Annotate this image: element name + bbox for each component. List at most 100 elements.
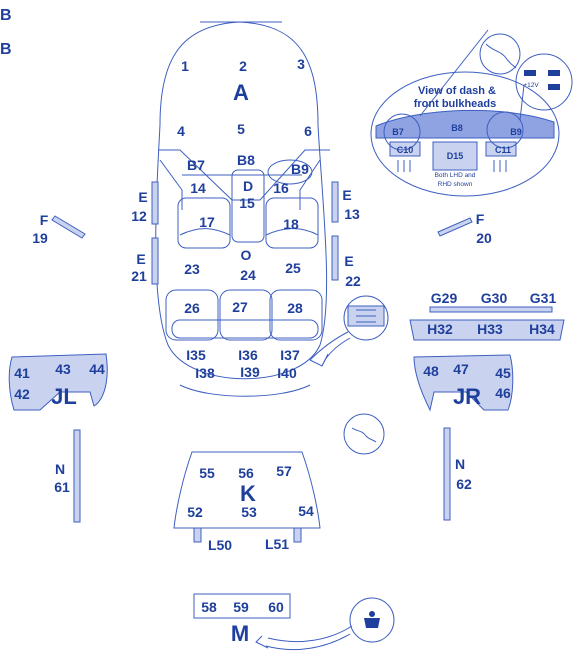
- label-g30: G30: [481, 290, 508, 306]
- callout-pointer: [309, 295, 389, 455]
- label-e22-letter: E: [344, 253, 353, 269]
- m-label: M: [231, 621, 249, 646]
- inset-voltage-label: +12V: [523, 82, 539, 89]
- label-4: 4: [177, 123, 185, 139]
- inset-title-line-2: front bulkheads: [414, 98, 497, 110]
- label-f20-number: 20: [476, 230, 492, 246]
- panel-n61: [73, 429, 81, 523]
- label-g31: G31: [530, 290, 557, 306]
- inset-note-line-1: Both LHD and: [435, 172, 476, 179]
- label-57: 57: [276, 463, 292, 479]
- label-f20-letter: F: [476, 211, 485, 227]
- label-i39: I39: [240, 364, 260, 380]
- label-28: 28: [287, 300, 303, 316]
- label-56: 56: [238, 465, 254, 481]
- label-45: 45: [495, 365, 511, 381]
- label-27: 27: [232, 299, 248, 315]
- inset-label-b7: B7: [392, 127, 404, 137]
- panel-h: [409, 319, 565, 341]
- label-44: 44: [89, 361, 105, 377]
- inset-label-d15: D15: [447, 151, 464, 161]
- label-n62-letter: N: [455, 456, 465, 472]
- label-52: 52: [187, 504, 203, 520]
- panel-g: [429, 306, 553, 313]
- corner-label-b-2: B: [0, 41, 12, 58]
- label-n61-number: 61: [54, 479, 70, 495]
- label-e13-letter: E: [342, 187, 351, 203]
- label-n61-letter: N: [55, 461, 65, 477]
- label-54: 54: [298, 503, 314, 519]
- label-5: 5: [237, 121, 245, 137]
- label-e12-letter: E: [138, 189, 147, 205]
- label-e21-number: 21: [131, 268, 147, 284]
- label-41: 41: [14, 365, 30, 381]
- label-55: 55: [199, 465, 215, 481]
- inset-note-line-2: RHD shown: [438, 181, 473, 188]
- inset-label-c11: C11: [495, 145, 511, 155]
- label-o: O: [241, 247, 252, 263]
- panel-jr: [413, 354, 514, 412]
- k-label: K: [240, 481, 256, 506]
- label-16: 16: [273, 180, 289, 196]
- corner-label-b-1: B: [0, 7, 12, 24]
- label-24: 24: [240, 267, 256, 283]
- label-g29: G29: [431, 290, 458, 306]
- inset-label-c10: C10: [397, 145, 414, 155]
- label-i38: I38: [195, 365, 215, 381]
- label-l50: L50: [208, 537, 232, 553]
- connector-l50: [193, 527, 202, 543]
- label-e22-number: 22: [345, 273, 361, 289]
- label-f19-number: 19: [32, 230, 48, 246]
- label-25: 25: [285, 260, 301, 276]
- label-h32: H32: [427, 321, 453, 337]
- panel-e21: [151, 237, 159, 285]
- label-1: 1: [181, 58, 189, 74]
- jr-label: JR: [453, 384, 481, 409]
- label-i37: I37: [280, 347, 300, 363]
- panel-e12: [151, 181, 159, 225]
- label-e13-number: 13: [344, 206, 360, 222]
- panel-n62: [443, 427, 451, 521]
- label-6: 6: [304, 123, 312, 139]
- panel-jl: [8, 353, 108, 411]
- dash-inset: [370, 29, 573, 197]
- label-15: 15: [239, 195, 255, 211]
- inset-title-line-1: View of dash &: [418, 85, 496, 97]
- label-46: 46: [495, 385, 511, 401]
- label-e21-letter: E: [136, 251, 145, 267]
- part-f19: [51, 215, 86, 239]
- label-60: 60: [268, 599, 284, 615]
- panel-e22: [331, 235, 339, 281]
- inset-label-b8: B8: [451, 123, 463, 133]
- jl-label: JL: [51, 384, 77, 409]
- label-e12-number: 12: [131, 208, 147, 224]
- inset-label-b9: B9: [510, 127, 522, 137]
- label-i35: I35: [186, 347, 206, 363]
- car-outline: [155, 21, 330, 397]
- label-18: 18: [283, 216, 299, 232]
- label-b7: B7: [187, 157, 205, 173]
- label-47: 47: [453, 361, 469, 377]
- label-3: 3: [297, 56, 305, 72]
- label-i40: I40: [277, 365, 297, 381]
- label-23: 23: [184, 261, 200, 277]
- label-17: 17: [199, 214, 215, 230]
- label-d: D: [243, 178, 253, 194]
- label-i36: I36: [238, 347, 258, 363]
- label-h33: H33: [477, 321, 503, 337]
- label-53: 53: [241, 504, 257, 520]
- label-b8: B8: [237, 152, 255, 168]
- label-b9: B9: [291, 161, 309, 177]
- label-2: 2: [239, 58, 247, 74]
- zone-a-label: A: [233, 80, 249, 105]
- label-58: 58: [201, 599, 217, 615]
- label-l51: L51: [265, 536, 289, 552]
- panel-k: [173, 451, 321, 529]
- label-n62-number: 62: [456, 476, 472, 492]
- label-f19-letter: F: [40, 212, 49, 228]
- label-42: 42: [14, 386, 30, 402]
- label-h34: H34: [529, 321, 555, 337]
- part-f20: [437, 217, 473, 237]
- callout-m: [255, 597, 395, 651]
